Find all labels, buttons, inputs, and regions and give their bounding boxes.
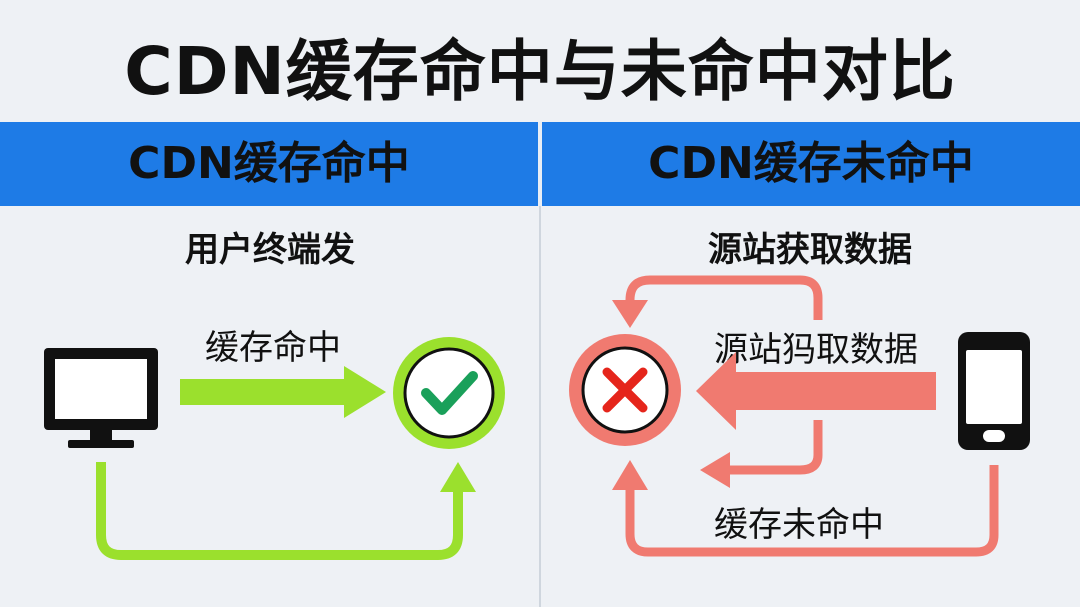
arrow-return-miss	[612, 460, 999, 557]
subtitle-cache-miss: 源站获取数据	[708, 230, 912, 270]
arrow-cache-hit	[180, 366, 386, 418]
section-header-band: CDN缓存命中 CDN缓存未命中	[0, 122, 1080, 206]
monitor-icon	[44, 348, 158, 448]
checkmark-icon	[393, 337, 505, 449]
arrow-return-hit	[96, 462, 476, 560]
panel-divider	[539, 206, 541, 607]
header-divider	[538, 122, 542, 206]
arrow-request-miss	[696, 352, 936, 430]
header-cache-miss: CDN缓存未命中	[648, 138, 974, 189]
label-cache-hit: 缓存命中	[205, 328, 341, 368]
label-cache-miss: 缓存未命中	[714, 505, 884, 545]
page-title: CDN缓存命中与未命中对比	[124, 33, 956, 110]
subtitle-cache-hit: 用户终端发	[185, 230, 355, 270]
arrow-origin-fetch-top	[612, 275, 823, 328]
label-origin-fetch: 源站犸取数据	[714, 330, 918, 370]
arrow-origin-return	[700, 420, 823, 488]
smartphone-icon	[958, 332, 1030, 450]
cross-icon	[569, 334, 681, 446]
header-cache-hit: CDN缓存命中	[128, 138, 410, 189]
